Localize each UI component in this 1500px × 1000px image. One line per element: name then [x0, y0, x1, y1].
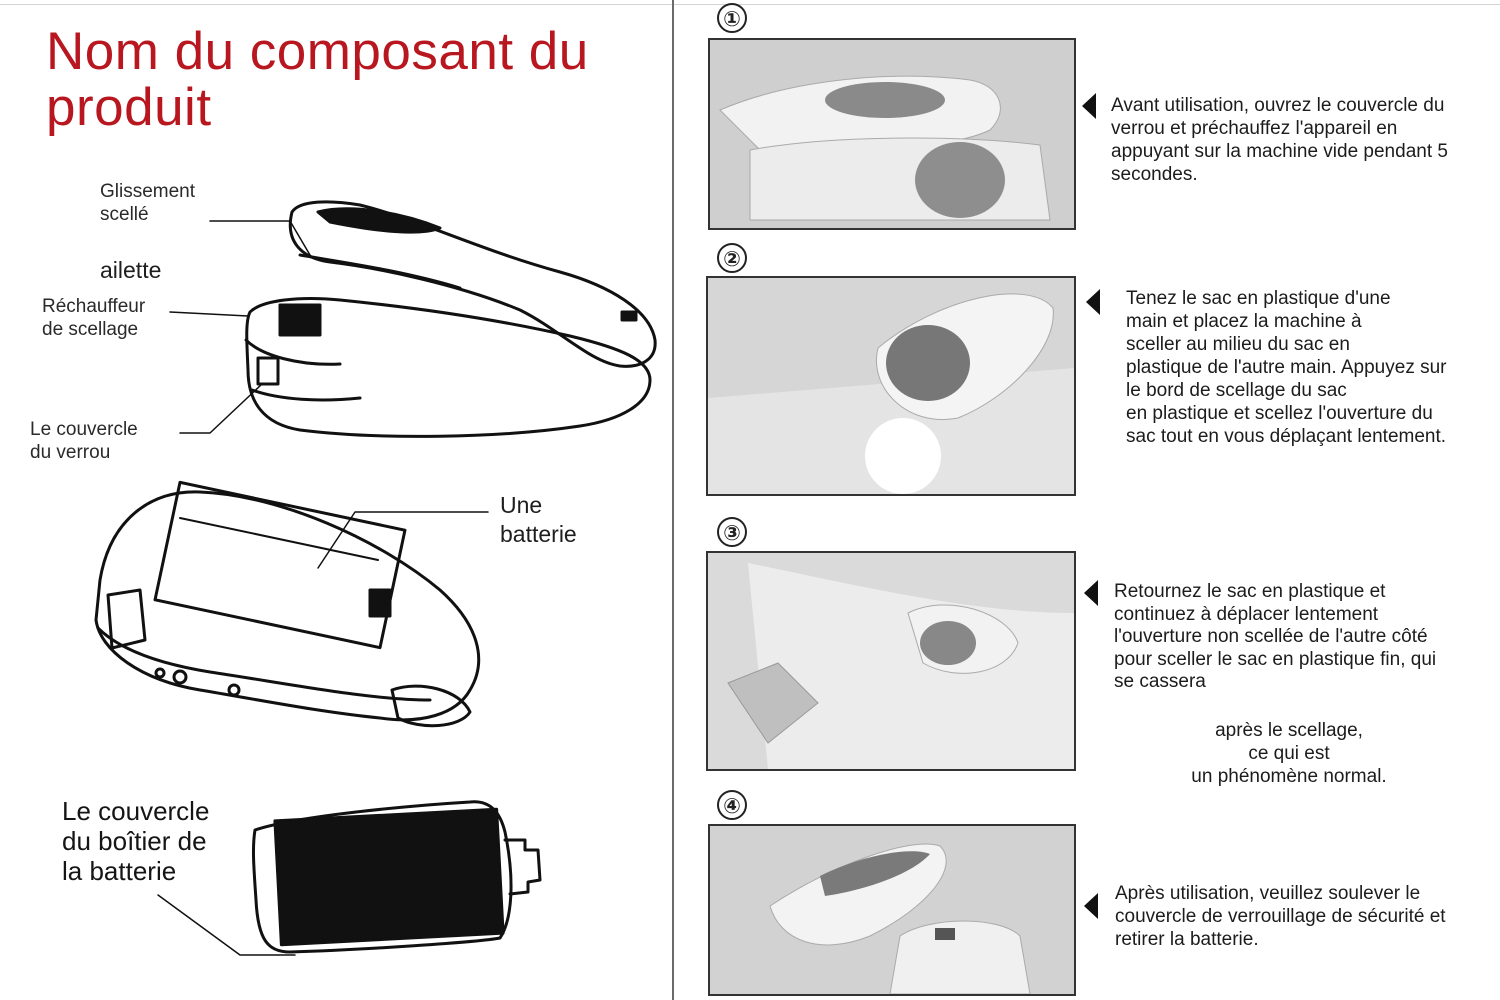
sealer-side-illustration [244, 200, 657, 438]
step-text-2: Tenez le sac en plastique d'une main et … [1126, 288, 1447, 447]
step-text-3: Retournez le sac en plastique et continu… [1114, 581, 1437, 692]
sealer-underside-illustration [94, 480, 481, 728]
remove-battery-photo [710, 826, 1074, 994]
product-diagram [94, 200, 657, 956]
step-number-4: ④ [717, 790, 747, 820]
sealing-bag-photo [708, 278, 1074, 494]
step-photo-2 [706, 276, 1076, 496]
left-pointer-triangle-icon [1084, 893, 1098, 919]
step-photo-4 [708, 824, 1076, 996]
step-text-1: Avant utilisation, ouvrez le couvercle d… [1111, 95, 1448, 185]
left-pointer-triangle-icon [1084, 580, 1098, 606]
label-battery-cover: Le couvercle du boîtier de la batterie [62, 796, 210, 886]
step-photo-1 [708, 38, 1076, 230]
battery-cover-illustration [251, 800, 542, 954]
step-number-2: ② [717, 243, 747, 273]
turning-bag-photo [708, 553, 1074, 769]
top-rule [0, 4, 1500, 5]
label-blade: ailette [100, 257, 162, 283]
label-sliding-seal: Glissement scellé [100, 181, 196, 225]
page-title: Nom du composant du produit [46, 22, 589, 137]
step-number-3: ③ [717, 517, 747, 547]
label-heater: Réchauffeur de scellage [42, 296, 146, 340]
left-pointer-triangle-icon [1086, 289, 1100, 315]
sealer-open-photo [710, 40, 1074, 228]
label-battery: Une batterie [500, 492, 577, 547]
step-note-3: après le scellage, ce qui est un phénomè… [1191, 720, 1387, 787]
column-divider [672, 0, 674, 1000]
label-lock-cover: Le couvercle du verrou [30, 419, 138, 463]
step-text-4: Après utilisation, veuillez soulever le … [1115, 883, 1446, 950]
step-number-1: ① [717, 3, 747, 33]
left-pointer-triangle-icon [1082, 93, 1096, 119]
step-photo-3 [706, 551, 1076, 771]
